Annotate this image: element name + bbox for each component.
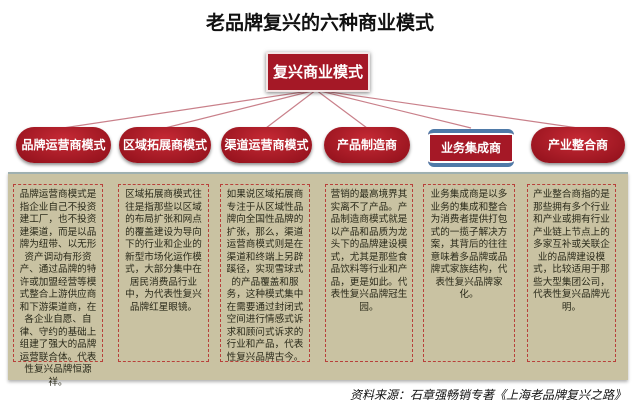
connector-3 xyxy=(265,89,317,129)
connector-6 xyxy=(315,89,579,129)
description-industry-integrator: 产业整合商指的是那些拥有多个行业和产业或拥有行业产业链上节点上的多家互补或关联企… xyxy=(527,184,616,362)
description-product-manufacturer: 营销的最高境界其实离不了产品。产品制造商模式就是以产品和品质为龙头下的品牌建设模… xyxy=(325,184,413,362)
connector-lines xyxy=(62,89,579,129)
description-business-integrator: 业务集成商是以多业务的集成和整合为消费者提供打包式的一揽子解决方案，其背后的往往… xyxy=(423,184,515,362)
description-brand-operator: 品牌运营商模式是指企业自己不投资建工厂，也不投资建渠道，而是以品牌为纽带、以无形… xyxy=(13,184,103,388)
source-note: 资料来源：石章强畅销专著《上海老品牌复兴之路》 xyxy=(349,388,626,402)
node-business-integrator: 业务集成商 xyxy=(428,129,514,167)
connector-4 xyxy=(315,89,368,129)
root-node: 复兴商业模式 xyxy=(266,52,370,92)
connector-2 xyxy=(164,89,317,129)
connector-1 xyxy=(62,89,317,129)
description-channel-operator: 如果说区域拓展商专注于从区域性品牌向全国性品牌的扩张，那么，渠道运营商模式则是在… xyxy=(220,184,310,363)
node-product-manufacturer: 产品制造商 xyxy=(324,127,410,163)
node-industry-integrator: 产业整合商 xyxy=(531,127,625,163)
node-brand-operator: 品牌运营商模式 xyxy=(16,127,111,163)
connector-5 xyxy=(315,89,472,129)
description-regional-expander: 区域拓展商模式往往是指那些以区域的布局扩张和网点的覆盖建设为导向下的行业和企业的… xyxy=(118,184,209,362)
node-channel-operator: 渠道运营商模式 xyxy=(221,127,312,163)
description-panel: 品牌运营商模式是指企业自己不投资建工厂，也不投资建渠道，而是以品牌为纽带、以无形… xyxy=(8,172,628,388)
diagram-title: 老品牌复兴的六种商业模式 xyxy=(205,12,434,34)
node-regional-expander: 区域拓展商模式 xyxy=(119,127,211,163)
